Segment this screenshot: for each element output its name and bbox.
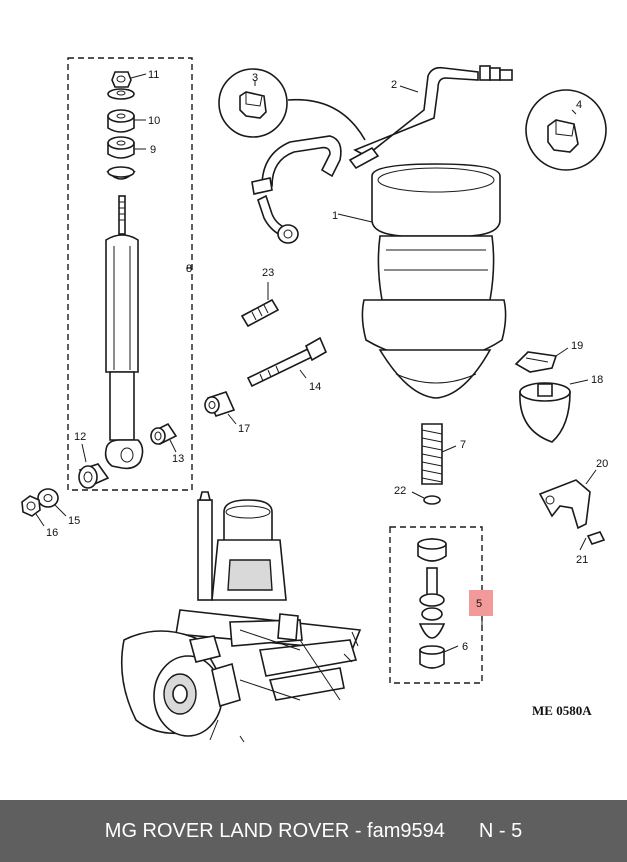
label-18: 18 bbox=[591, 374, 603, 386]
label-17: 17 bbox=[238, 423, 250, 435]
footer-page: N - 5 bbox=[478, 819, 523, 842]
label-22: 22 bbox=[394, 485, 406, 497]
ball-pin[interactable] bbox=[418, 567, 446, 639]
label-6: 6 bbox=[462, 641, 468, 653]
bolt-21[interactable] bbox=[579, 531, 606, 551]
label-3: 3 bbox=[252, 72, 258, 84]
bush-10[interactable] bbox=[107, 109, 146, 133]
cup-washer[interactable] bbox=[106, 166, 136, 180]
bump-stop-18[interactable] bbox=[519, 379, 589, 443]
bush-12[interactable] bbox=[78, 443, 110, 489]
footer-title: MG ROVER LAND ROVER - fam9594 bbox=[104, 819, 445, 842]
footer-bar: MG ROVER LAND ROVER - fam9594 N - 5 bbox=[0, 800, 627, 862]
washer-15[interactable] bbox=[37, 488, 67, 517]
stud-23[interactable] bbox=[240, 282, 280, 328]
label-13: 13 bbox=[172, 453, 184, 465]
air-spring-1[interactable] bbox=[337, 163, 507, 399]
label-15: 15 bbox=[68, 515, 80, 527]
spring-7[interactable] bbox=[421, 423, 457, 485]
bolt-14[interactable] bbox=[246, 336, 328, 388]
shock-absorber-group-box bbox=[67, 57, 193, 491]
label-11: 11 bbox=[148, 69, 159, 81]
nut-11[interactable] bbox=[111, 71, 147, 88]
label-4: 4 bbox=[576, 99, 582, 111]
part-5-highlight bbox=[469, 590, 493, 616]
label-9: 9 bbox=[150, 144, 156, 156]
bush-9[interactable] bbox=[107, 136, 146, 159]
label-8: 8 bbox=[186, 263, 192, 275]
washer-upper[interactable] bbox=[107, 88, 135, 100]
label-2: 2 bbox=[391, 79, 397, 91]
label-12: 12 bbox=[74, 431, 86, 443]
cup-6[interactable] bbox=[419, 645, 459, 669]
bracket-20[interactable] bbox=[538, 469, 597, 530]
bush-13[interactable] bbox=[150, 422, 178, 453]
label-16: 16 bbox=[46, 527, 58, 539]
reference-code: ME 0580A bbox=[532, 703, 592, 718]
label-19: 19 bbox=[571, 340, 583, 352]
label-14: 14 bbox=[309, 381, 321, 393]
hose-clip-3[interactable] bbox=[218, 68, 288, 138]
label-5: 5 bbox=[476, 598, 482, 610]
hose-clip-4[interactable] bbox=[525, 89, 607, 171]
dust-cover[interactable] bbox=[417, 538, 447, 562]
label-10: 10 bbox=[148, 115, 160, 127]
label-23: 23 bbox=[262, 267, 274, 279]
label-20: 20 bbox=[596, 458, 608, 470]
label-7: 7 bbox=[460, 439, 466, 451]
suspension-assembly-overview bbox=[120, 491, 362, 743]
nut-16[interactable] bbox=[21, 495, 45, 527]
label-21: 21 bbox=[576, 554, 588, 566]
clip-19[interactable] bbox=[514, 347, 569, 373]
washer-22[interactable] bbox=[411, 491, 441, 505]
air-hose-2[interactable] bbox=[251, 65, 513, 244]
bush-17[interactable] bbox=[204, 391, 237, 425]
label-1: 1 bbox=[332, 210, 338, 222]
parts-diagram: 1 2 3 4 5 6 7 8 9 10 11 12 13 14 15 16 1… bbox=[21, 57, 608, 743]
shock-absorber-8[interactable] bbox=[104, 195, 144, 470]
